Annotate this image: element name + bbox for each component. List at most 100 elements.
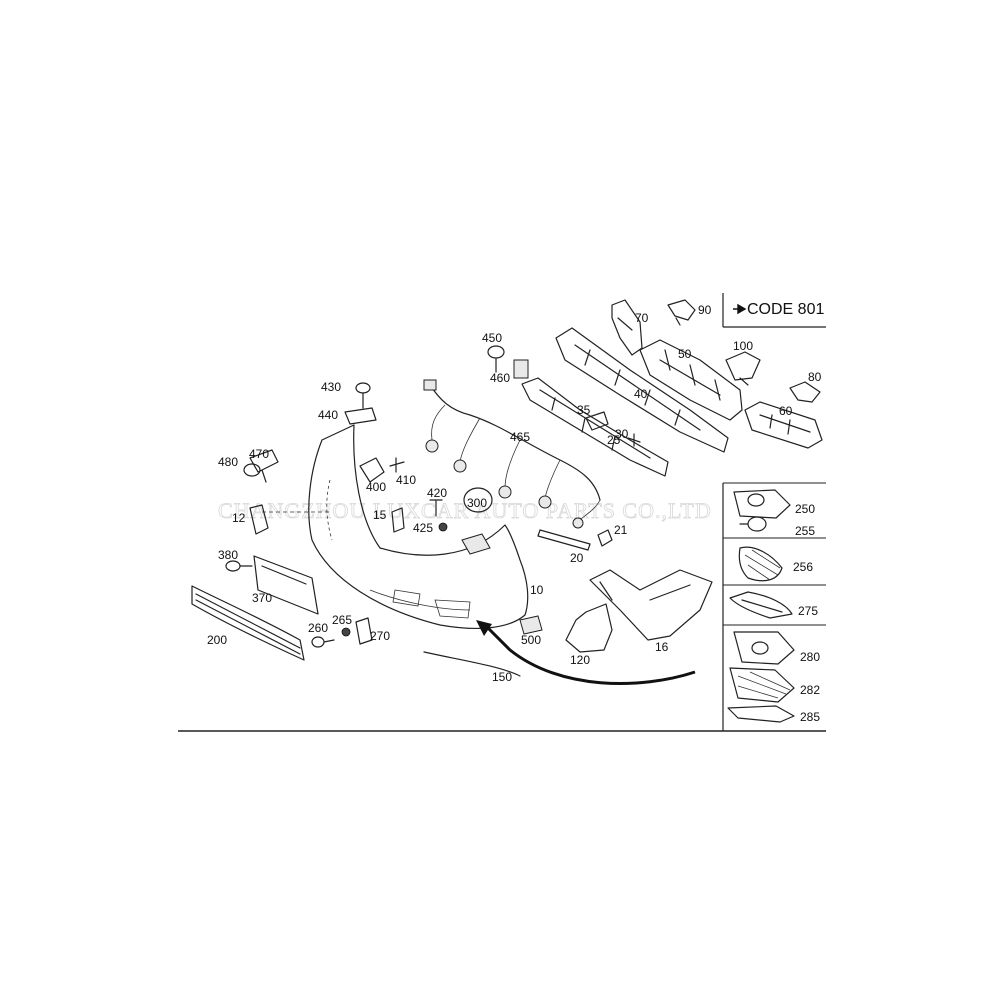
harness-plug [538,495,552,509]
bumper-lower-opening [369,589,471,619]
part-480-ring [243,463,261,477]
part-430-bolt [355,382,371,409]
part-420-screw [429,499,443,517]
part-465-wiring-harness [429,384,601,501]
label-270: 270 [370,629,390,643]
label-465: 465 [510,430,530,444]
part-465-branch-4 [544,459,561,501]
part-425-washer [438,522,448,532]
part-90-clip [667,299,696,326]
label-430: 430 [321,380,341,394]
part-15-bracket [391,507,405,533]
label-285: 285 [800,710,820,724]
part-35-plate [585,411,609,431]
label-25: 25 [607,433,621,447]
harness-plug [453,459,467,473]
mesh-pattern [744,549,781,581]
part-30-screw [627,433,641,447]
label-15: 15 [373,508,387,522]
part-440-clip-nut [344,407,377,425]
part-282-mesh-grille [729,667,795,703]
part-300-cap [463,487,493,513]
label-256: 256 [793,560,813,574]
callout-labels: 90 70 50 100 80 60 40 35 30 25 450 460 4… [207,303,822,724]
label-500: 500 [521,633,541,647]
label-250: 250 [795,502,815,516]
label-150: 150 [492,670,512,684]
part-500-clip [519,615,543,635]
part-40-reinforcement [555,327,729,453]
part-465-branch-3 [504,439,521,489]
label-450: 450 [482,331,502,345]
part-275-trim-strip [729,591,793,619]
part-21-clip [597,529,613,547]
arrow-icon [733,303,747,315]
label-60: 60 [779,404,793,418]
part-12-bracket [249,504,269,535]
code-label: CODE 801 [747,301,824,318]
part-470-sensor [249,449,279,483]
part-370-plate-holder [253,555,319,615]
label-30: 30 [615,427,629,441]
part-450-bolt [487,345,505,373]
part-410-screw [389,457,405,473]
part-465-branch-2 [459,417,481,463]
label-120: 120 [570,653,590,667]
part-255-ring [739,516,767,532]
label-265: 265 [332,613,352,627]
label-370: 370 [252,591,272,605]
curved-indicator-arrow [484,624,696,686]
part-265-washer [341,627,351,637]
label-35: 35 [577,403,591,417]
label-280: 280 [800,650,820,664]
part-256-mesh-grille [738,546,783,582]
part-285-trim-strip [727,705,795,723]
bumper-side-dash [326,479,333,541]
bumper-tow-cover [461,533,491,555]
part-100-bracket [725,351,761,386]
label-40: 40 [634,387,648,401]
part-120-splash-shield [565,603,613,653]
label-255: 255 [795,524,815,538]
label-275: 275 [798,604,818,618]
label-10: 10 [530,583,544,597]
label-200: 200 [207,633,227,647]
harness-plug [425,439,439,453]
label-50: 50 [678,347,692,361]
label-20: 20 [570,551,584,565]
label-400: 400 [366,480,386,494]
label-410: 410 [396,473,416,487]
part-60-bracket-strip [744,401,823,449]
part-280-fog-bezel [733,631,795,665]
label-425: 425 [413,521,433,535]
label-70: 70 [635,311,649,325]
label-16: 16 [655,640,669,654]
label-260: 260 [308,621,328,635]
label-80: 80 [808,370,822,384]
label-21: 21 [614,523,628,537]
part-465-branch-1 [431,404,446,441]
part-70-bracket [611,299,643,356]
arrow-head-icon [476,620,492,636]
part-250-fog-bezel [733,489,791,519]
part-270-bracket [355,617,373,645]
part-20-strip [537,529,591,551]
label-100: 100 [733,339,753,353]
part-260-bolt [311,636,335,648]
harness-connector [423,379,437,391]
part-150-trim [423,651,521,677]
part-380-bolt [225,560,253,572]
label-282: 282 [800,683,820,697]
label-12: 12 [232,511,246,525]
part-50-absorber [639,339,743,421]
label-420: 420 [427,486,447,500]
label-380: 380 [218,548,238,562]
watermark: CHANGZHOU LUXCAR AUTO PARTS CO.,LTD [218,498,712,523]
part-80-clip [789,381,821,403]
mesh-pattern [737,671,791,699]
part-25-lower-support [521,377,669,477]
label-460: 460 [490,371,510,385]
part-400-bracket [359,457,385,483]
part-200-grille [191,585,305,661]
